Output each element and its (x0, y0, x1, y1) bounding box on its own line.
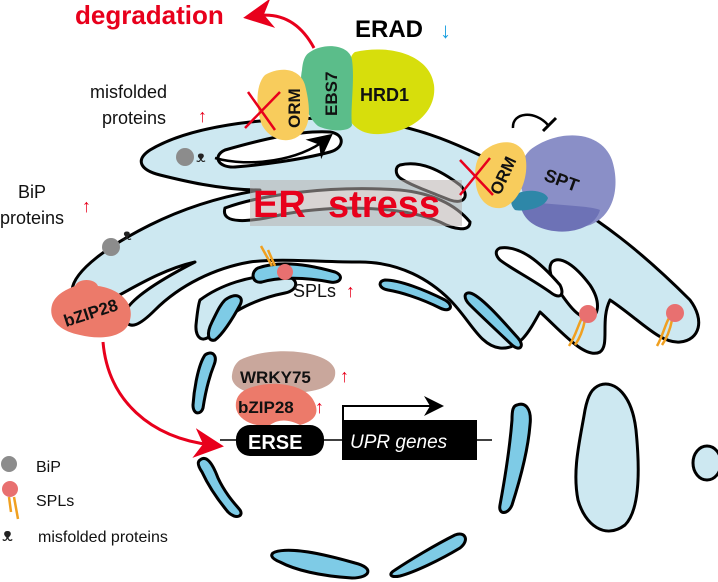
orm-label-erad: ORM (285, 88, 304, 128)
er-stress-label-background (250, 180, 462, 226)
spt-teal-subunit (511, 190, 548, 211)
bzip28-membrane-protein (51, 280, 131, 338)
bip-proteins-label: BiP (18, 182, 46, 202)
spl-lipid (567, 305, 597, 347)
erse-label: ERSE (248, 432, 302, 454)
nuclear-envelope (191, 262, 532, 580)
erad-complex: HRD1 EBS7 ORM (244, 46, 435, 141)
inhibition-arc (511, 113, 549, 129)
degradation-arrow (243, 0, 316, 49)
legend-spls-icon (2, 481, 20, 520)
bzip28-nuclear-protein (235, 383, 317, 426)
erse-element (236, 425, 324, 456)
legend: BiP SPLs ᴥ misfolded proteins (1, 456, 168, 546)
bip-up-arrow-icon: ↑ (82, 196, 91, 216)
upr-genes-label: UPR genes (350, 432, 448, 453)
bip-proteins-label-2: proteins (0, 208, 64, 228)
spls-label: SPLs (293, 281, 336, 301)
legend-spls-label: SPLs (36, 493, 74, 510)
ebs7-protein (300, 46, 353, 131)
misfolded-up-arrow-icon: ↑ (198, 106, 207, 126)
bzip28-up-arrow-icon: ↑ (315, 397, 324, 417)
misfolded-protein-icon: ᴥ (122, 227, 132, 244)
ebs7-label: EBS7 (322, 72, 341, 116)
hrd1-label: HRD1 (360, 85, 409, 105)
legend-misfolded-icon: ᴥ (2, 525, 13, 545)
transcription-complex: WRKY75 ↑ bZIP28 ↑ ERSE UPR genes (220, 351, 492, 460)
legend-bip-label: BiP (36, 459, 61, 476)
bzip28-translocation-arrow (101, 341, 224, 458)
misfolded-proteins-label: misfolded (90, 82, 167, 102)
orm-spt-complex: SPT ORM (459, 113, 616, 232)
spt-subunit (520, 200, 600, 232)
hrd1-protein (343, 49, 435, 135)
legend-misfolded-label: misfolded proteins (38, 529, 168, 546)
wrky75-protein (231, 351, 336, 396)
degradation-label: degradation (75, 0, 224, 30)
bip-molecule (176, 148, 194, 166)
transcription-start-arrow (342, 396, 444, 420)
misfolded-proteins-label-2: proteins (102, 108, 166, 128)
wrky75-label: WRKY75 (240, 368, 311, 387)
er-stress-label-stress: stress (328, 184, 440, 226)
er-stress-label-er: ER (253, 184, 306, 226)
retrotranslocation-arrow (214, 133, 333, 164)
spl-lipid (655, 304, 684, 347)
misfolded-protein-icon: ᴥ (196, 149, 206, 166)
erad-down-arrow-icon: ↓ (440, 18, 451, 43)
bip-molecule (102, 238, 120, 256)
spls-up-arrow-icon: ↑ (346, 281, 355, 301)
upr-genes-box (342, 420, 477, 460)
wrky75-up-arrow-icon: ↑ (340, 366, 349, 386)
cross-mark-orm-erad (244, 91, 281, 131)
cross-mark-orm-spt (459, 157, 494, 196)
spl-lipid (259, 245, 293, 280)
erad-label: ERAD (355, 16, 423, 43)
bzip28-nuclear-label: bZIP28 (238, 398, 294, 417)
legend-bip-icon (1, 456, 17, 472)
